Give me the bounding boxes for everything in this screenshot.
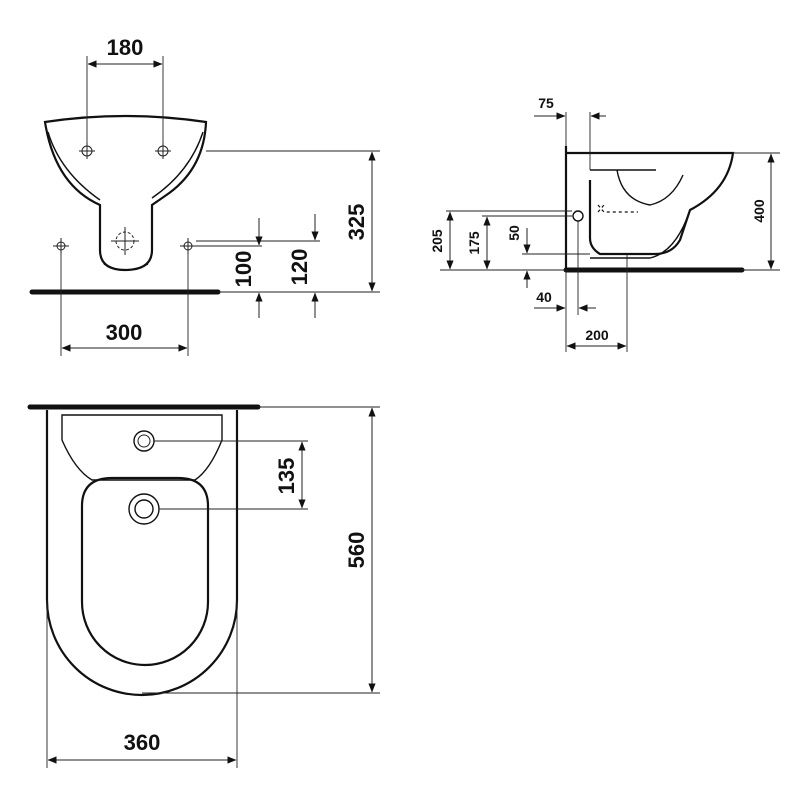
tap-hole-icon: [155, 143, 171, 159]
front-view: 180 300 325 100 120: [29, 35, 380, 356]
top-waste-hole-icon: [128, 493, 160, 525]
front-bowl-outline: [43, 114, 208, 272]
top-tap-hole-icon: [133, 430, 155, 452]
dim-205-label: 205: [429, 229, 445, 253]
waste-outlet-icon: [111, 227, 139, 255]
dim-200-label: 200: [585, 327, 609, 343]
dim-40-label: 40: [536, 289, 552, 305]
side-bowl-outline: [566, 151, 735, 256]
fixing-hole-icon: [180, 238, 196, 254]
dim-300-label: 300: [106, 320, 143, 345]
side-view: 75 400 205 175 50 40 200: [429, 95, 780, 352]
front-bowl-rim-inner: [47, 131, 101, 201]
fixing-hole-icon: [53, 238, 69, 254]
dim-360-label: 360: [124, 730, 161, 755]
dim-325-label: 325: [344, 204, 369, 241]
dim-75-label: 75: [538, 95, 554, 111]
top-view: 135 560 360: [27, 404, 380, 768]
top-outer-outline: [45, 410, 239, 697]
dim-135-label: 135: [274, 458, 299, 495]
top-inner-bowl: [80, 476, 210, 667]
dim-400-label: 400: [751, 199, 767, 223]
dim-50-label: 50: [506, 225, 522, 241]
tap-hole-icon: [79, 143, 95, 159]
side-inlet-icon: [572, 210, 584, 222]
dim-180-label: 180: [107, 35, 144, 60]
dim-100-label: 100: [231, 251, 256, 288]
dim-120-label: 120: [287, 249, 312, 286]
dim-175-label: 175: [466, 231, 482, 255]
dim-560-label: 560: [344, 532, 369, 569]
